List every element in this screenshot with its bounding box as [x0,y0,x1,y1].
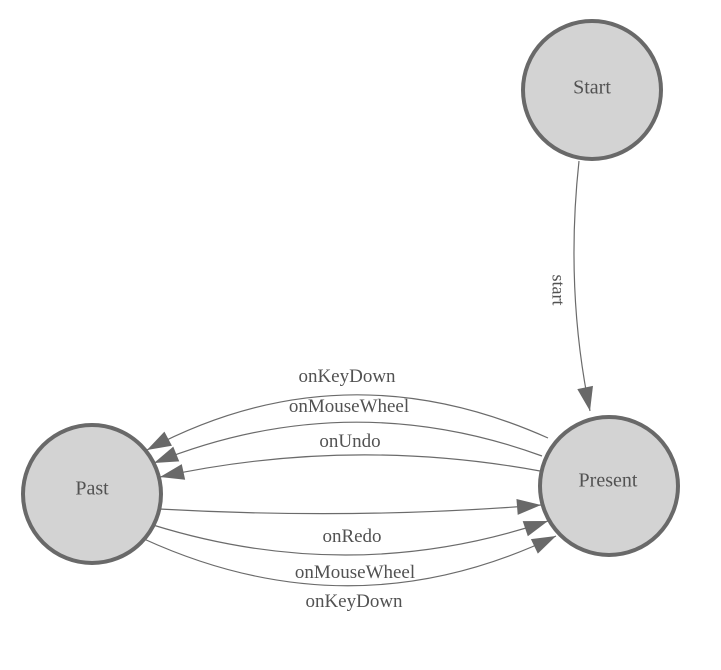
edge-onundo-to-past [159,454,541,480]
edge-start-to-present [573,160,593,412]
edge-label-start: start [548,274,569,306]
edge-label-onmousewheel-top: onMouseWheel [288,396,410,417]
node-start-label: Start [573,76,611,99]
node-present-label: Present [578,469,638,492]
node-start-circle[interactable] [521,19,663,161]
edge-onkeydown-to-past [146,394,549,451]
edge-onmousewheel-to-present [152,520,549,556]
edge-label-onmousewheel-bottom: onMouseWheel [294,562,416,583]
edge-onredo-to-present [158,498,542,515]
edge-onkeydown-to-present [143,535,557,587]
edge-label-onredo: onRedo [322,526,382,547]
node-past-label: Past [75,477,109,500]
edge-label-onundo: onUndo [319,431,381,452]
edge-label-onkeydown-bottom: onKeyDown [305,591,403,612]
edge-onmousewheel-to-past [153,421,543,464]
edge-label-onkeydown-top: onKeyDown [298,366,396,387]
node-past-circle[interactable] [21,423,163,565]
node-present-circle[interactable] [538,415,680,557]
